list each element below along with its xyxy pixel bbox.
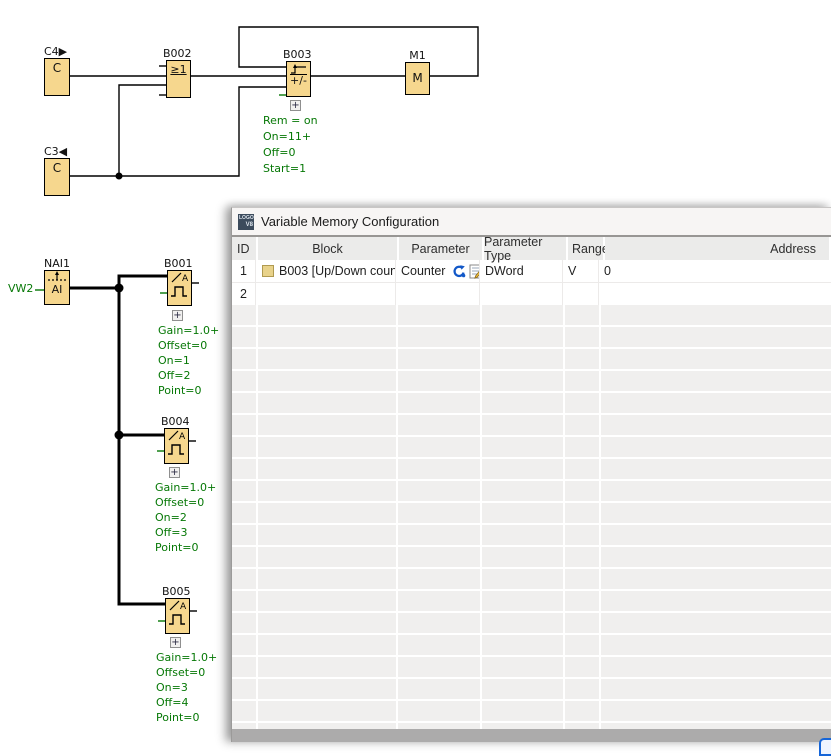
- row1-parameter-cell[interactable]: Counter: [397, 260, 480, 282]
- column-header-range[interactable]: Range: [568, 237, 603, 260]
- block-label-b002: B002: [163, 47, 192, 60]
- row2-block-cell[interactable]: [257, 283, 396, 305]
- block-label-b003: B003: [283, 48, 312, 61]
- row1-parameter-type-cell[interactable]: DWord: [481, 260, 563, 282]
- wire-branch-to-b002: [119, 85, 166, 176]
- block-label-m1: M1: [405, 49, 430, 62]
- b005-param-gain: Gain=1.0+: [156, 651, 217, 664]
- b005-expand-button[interactable]: +: [170, 637, 181, 648]
- b004-expand-button[interactable]: +: [169, 467, 180, 478]
- b001-expand-button[interactable]: +: [172, 310, 183, 321]
- table-row[interactable]: 2: [232, 283, 831, 306]
- analog-threshold-icon: A: [169, 271, 190, 299]
- row1-block-text: B003 [Up/Down counter]: [279, 264, 396, 278]
- b004-param-gain: Gain=1.0+: [155, 481, 216, 494]
- junction-dot: [115, 431, 124, 440]
- counter-block-icon: [262, 265, 274, 277]
- b003-expand-button[interactable]: +: [290, 100, 301, 111]
- row1-parameter-text: Counter: [401, 264, 445, 278]
- junction-dot: [115, 284, 124, 293]
- column-header-block[interactable]: Block: [258, 237, 397, 260]
- grid-column-divider: [256, 305, 258, 729]
- junction-dot: [116, 173, 123, 180]
- block-label-b005: B005: [162, 585, 191, 598]
- empty-grid-area: [232, 305, 831, 729]
- or-gate-glyph: ≥1: [170, 64, 186, 76]
- row2-address-cell[interactable]: [600, 283, 830, 305]
- plus-minus-glyph: +/-: [290, 75, 307, 86]
- dialog-titlebar[interactable]: LOGOV8 Variable Memory Configuration: [232, 208, 831, 237]
- b005-param-off: Off=4: [156, 696, 188, 709]
- block-label-nai1: NAI1: [44, 257, 70, 270]
- ok-button-partial[interactable]: [819, 738, 831, 756]
- block-label-b001: B001: [164, 257, 193, 270]
- row2-parameter-type-cell[interactable]: [481, 283, 563, 305]
- m1-glyph: M: [412, 71, 422, 85]
- b003-param-rem: Rem = on: [263, 114, 318, 127]
- row1-block-cell[interactable]: B003 [Up/Down counter]: [257, 260, 396, 282]
- analog-threshold-icon: A: [167, 599, 188, 627]
- c3-glyph: C: [53, 162, 61, 175]
- column-header-parameter-type[interactable]: Parameter Type: [484, 237, 566, 260]
- block-b003-updown-counter[interactable]: +/-: [286, 61, 311, 97]
- b003-param-off: Off=0: [263, 146, 295, 159]
- block-c3-counter-input[interactable]: C: [44, 158, 70, 196]
- row2-parameter-cell[interactable]: [397, 283, 480, 305]
- column-header-parameter[interactable]: Parameter: [399, 237, 482, 260]
- threshold-a-letter: A: [179, 432, 186, 442]
- refresh-icon[interactable]: [451, 264, 466, 279]
- analog-threshold-icon: A: [166, 429, 187, 457]
- row1-id-cell: 1: [232, 260, 256, 282]
- b005-param-point: Point=0: [156, 711, 200, 724]
- block-label-c3: C3◀: [44, 145, 67, 158]
- block-b005-analog-threshold[interactable]: A: [165, 598, 190, 634]
- wire-c3-to-b003: [70, 87, 286, 176]
- table-header-row: ID Block Parameter Parameter Type Range …: [232, 237, 831, 260]
- threshold-a-letter: A: [180, 602, 187, 612]
- b003-param-start: Start=1: [263, 162, 306, 175]
- block-c4-counter-input[interactable]: C: [44, 58, 70, 96]
- block-b002-or-gate[interactable]: ≥1: [166, 60, 191, 98]
- analog-input-icon: [46, 271, 68, 283]
- dialog-title: Variable Memory Configuration: [261, 214, 439, 229]
- edit-parameter-icon[interactable]: [469, 264, 480, 279]
- grid-column-divider: [480, 305, 482, 729]
- b004-param-point: Point=0: [155, 541, 199, 554]
- b001-param-offset: Offset=0: [158, 339, 207, 352]
- b001-param-on: On=1: [158, 354, 190, 367]
- grid-column-divider: [563, 305, 565, 729]
- block-nai1-network-analog-input[interactable]: AI: [44, 270, 70, 305]
- block-label-b004: B004: [161, 415, 190, 428]
- column-header-id[interactable]: ID: [232, 237, 256, 260]
- row1-range-cell[interactable]: V: [564, 260, 599, 282]
- dialog-bottom-bar: [232, 729, 831, 742]
- b004-param-on: On=2: [155, 511, 187, 524]
- block-b004-analog-threshold[interactable]: A: [164, 428, 189, 464]
- table-row[interactable]: 1 B003 [Up/Down counter] Counter: [232, 260, 831, 283]
- vw2-input-label: VW2: [8, 282, 33, 295]
- logo-soft-comfort-app-icon: LOGOV8: [238, 214, 254, 230]
- nai1-glyph: AI: [52, 284, 63, 296]
- variable-memory-configuration-dialog: LOGOV8 Variable Memory Configuration ID …: [231, 207, 831, 742]
- block-label-c4: C4▶: [44, 45, 67, 58]
- column-header-address[interactable]: Address: [605, 237, 829, 260]
- b003-param-on: On=11+: [263, 130, 311, 143]
- b001-param-off: Off=2: [158, 369, 190, 382]
- row2-range-cell[interactable]: [564, 283, 599, 305]
- row1-address-cell[interactable]: 0: [600, 260, 830, 282]
- c4-glyph: C: [53, 62, 61, 75]
- block-m1-marker[interactable]: M: [405, 62, 430, 95]
- threshold-a-letter: A: [182, 274, 189, 284]
- b004-param-off: Off=3: [155, 526, 187, 539]
- b005-param-offset: Offset=0: [156, 666, 205, 679]
- wire-m1-feedback: [239, 27, 478, 76]
- b001-param-point: Point=0: [158, 384, 202, 397]
- block-b001-analog-threshold[interactable]: A: [167, 270, 192, 306]
- grid-column-divider: [599, 305, 601, 729]
- b001-param-gain: Gain=1.0+: [158, 324, 219, 337]
- b004-param-offset: Offset=0: [155, 496, 204, 509]
- row2-id-cell: 2: [232, 283, 256, 305]
- grid-column-divider: [396, 305, 398, 729]
- b005-param-on: On=3: [156, 681, 188, 694]
